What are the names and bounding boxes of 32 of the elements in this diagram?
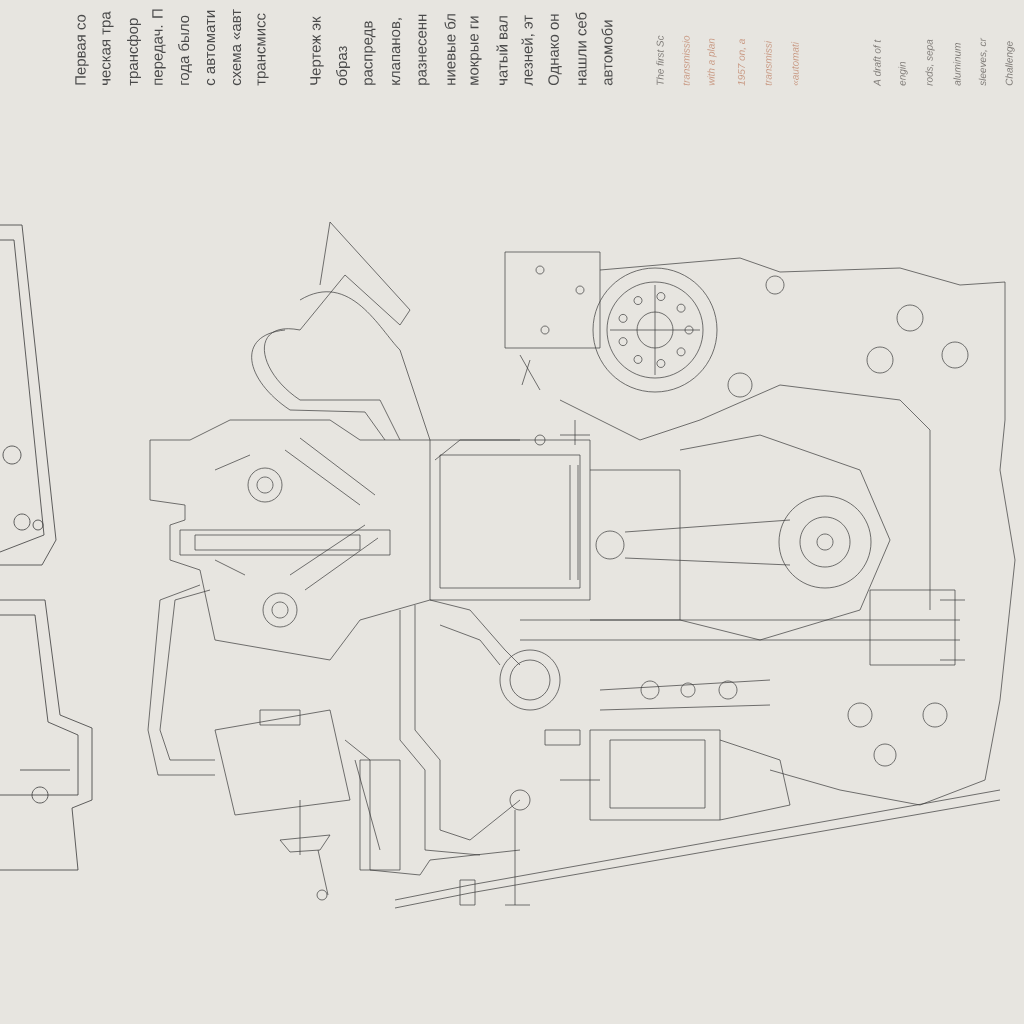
text-line: трансфор	[127, 18, 141, 86]
text-line: автомоби	[601, 20, 613, 86]
text-line: Чертеж эк	[310, 16, 324, 85]
text-line: года было	[178, 15, 192, 85]
text-line: ниевые бл	[444, 14, 456, 85]
text-line: The first Sc	[656, 35, 664, 85]
text-line: aluminum	[953, 43, 961, 86]
text-line: схема «авт	[232, 9, 242, 86]
text-line: чатый вал	[496, 16, 508, 85]
text-line: лезней, эт	[521, 15, 535, 86]
text-line: Однако он	[548, 14, 562, 86]
text-line: нашли себ	[575, 12, 587, 85]
text-line: с автомати	[206, 10, 216, 86]
text-line: образ	[336, 46, 351, 86]
text-line: трансмисс	[257, 13, 269, 86]
text-line: передач. П	[152, 9, 166, 85]
text-line: Первая со	[75, 14, 89, 85]
text-line: мокрые ги	[470, 16, 482, 85]
text-line: sleeves, cr	[978, 37, 988, 86]
text-line: transmissi	[764, 40, 772, 86]
text-line: with a plan	[707, 38, 717, 86]
text-line: transmissio	[682, 35, 690, 86]
text-line: ческая тра	[102, 11, 114, 85]
text-line: клапанов,	[392, 18, 402, 85]
text-line: rods, sepa	[925, 39, 935, 86]
text-line: «automati	[791, 41, 799, 86]
text-line: Challenge	[1005, 41, 1015, 86]
text-line: 1957 on, a	[737, 39, 747, 86]
text-line: разнесенн	[418, 14, 430, 85]
text-line: распредв	[364, 21, 376, 85]
text-line: A draft of t	[873, 39, 881, 87]
text-line: engin	[898, 61, 908, 86]
